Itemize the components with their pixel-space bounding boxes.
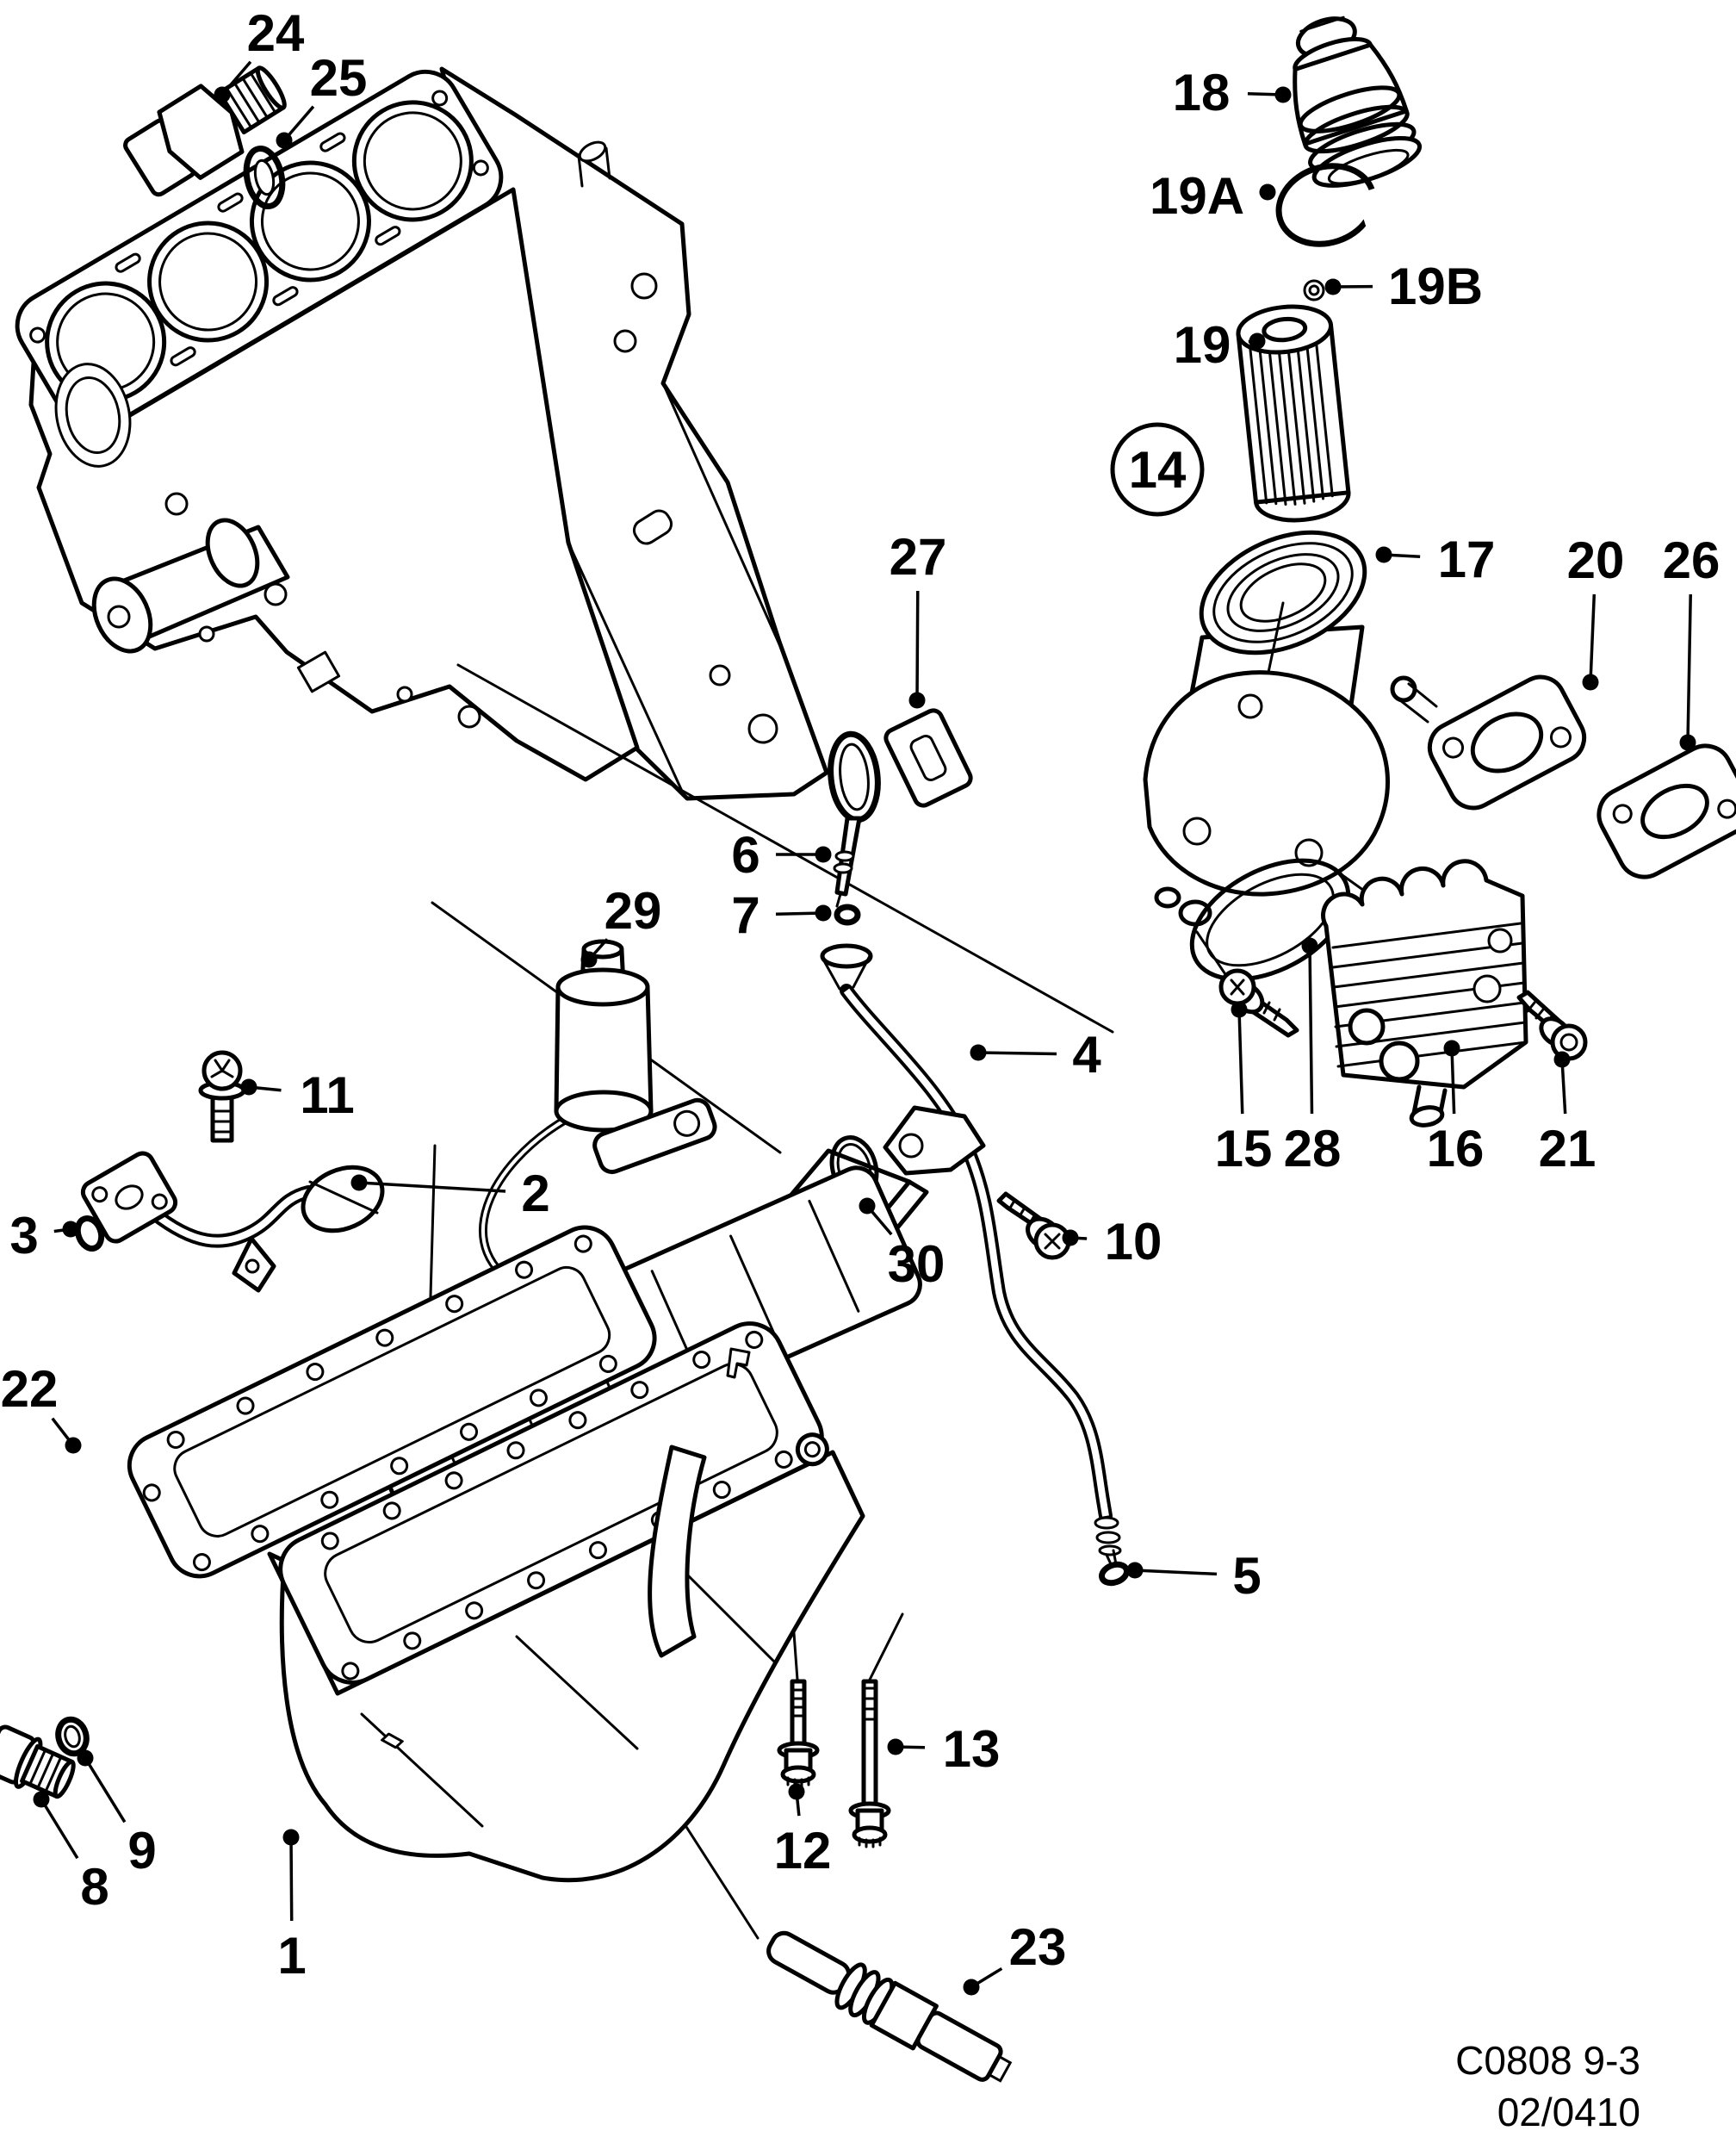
callout-label-12: 12: [774, 1822, 832, 1879]
callout-26: 26: [1663, 531, 1720, 751]
callout-label-15: 15: [1215, 1120, 1273, 1177]
callout-29: 29: [580, 882, 662, 968]
callout-21: 21: [1539, 1051, 1596, 1177]
callout-17: 17: [1375, 531, 1496, 588]
callout-label-28: 28: [1284, 1120, 1342, 1177]
callout-label-9: 9: [127, 1822, 156, 1879]
callout-label-8: 8: [80, 1858, 108, 1916]
callout-16: 16: [1427, 1040, 1485, 1177]
callout-4: 4: [970, 1026, 1101, 1084]
housing-gasket-27: [884, 708, 973, 808]
callout-28: 28: [1284, 937, 1342, 1177]
callout-label-13: 13: [943, 1720, 1001, 1778]
callout-label-17: 17: [1438, 531, 1496, 588]
callout-label-1: 1: [277, 1927, 306, 1985]
oil-pan-1: [267, 1321, 865, 1883]
pickup-oring-3: [74, 1215, 105, 1252]
oil-filter-cap: [1293, 16, 1423, 188]
callout-27: 27: [890, 528, 947, 709]
reference-date: 02/0410: [1497, 2090, 1640, 2131]
callout-5: 5: [1126, 1547, 1262, 1605]
oil-pickup-tube-2: [80, 1151, 385, 1293]
bolt-11: [198, 1050, 246, 1143]
callout-12: 12: [774, 1783, 832, 1879]
callout-label-26: 26: [1663, 531, 1720, 589]
callout-label-20: 20: [1567, 531, 1625, 589]
oil-filter-housing-base: [1143, 670, 1390, 927]
callout-8: 8: [33, 1791, 109, 1916]
dipstick-oring-7: [834, 904, 861, 926]
callout-label-23: 23: [1009, 1918, 1067, 1976]
callout-label-5: 5: [1232, 1547, 1261, 1605]
bolt-12: [777, 1679, 820, 1788]
tube-oring-5: [1098, 1561, 1131, 1587]
callout-label-25: 25: [310, 49, 368, 107]
callout-25: 25: [276, 49, 368, 149]
callout-10: 10: [1062, 1213, 1162, 1271]
callout-1: 1: [277, 1829, 307, 1985]
oil-temp-sensor-23: [380, 1732, 1013, 2083]
drain-plug-8: [0, 1724, 76, 1799]
cooler-seal-28: [1189, 858, 1351, 982]
flange-gasket-26: [1596, 743, 1736, 879]
bolt-10: [996, 1191, 1071, 1260]
callout-label-29: 29: [604, 882, 662, 940]
callout-label-4: 4: [1072, 1026, 1101, 1084]
callout-label-24: 24: [247, 4, 305, 62]
callout-22: 22: [1, 1360, 82, 1454]
callout-15: 15: [1215, 1001, 1273, 1177]
callout-30: 30: [859, 1197, 946, 1293]
callout-23: 23: [963, 1918, 1067, 1996]
callout-13: 13: [887, 1720, 1001, 1778]
callout-label-2: 2: [521, 1165, 549, 1222]
callout-label-18: 18: [1173, 64, 1231, 121]
oil-cooler-16: [1321, 859, 1528, 1128]
callout-2: 2: [350, 1165, 550, 1222]
reference-code: C0808 9-3: [1455, 2038, 1640, 2083]
callout-24: 24: [214, 4, 305, 103]
callout-label-22: 22: [1, 1360, 59, 1418]
callout-label-19: 19: [1174, 316, 1231, 374]
bolt-13: [848, 1679, 891, 1848]
bolt-15: [1218, 968, 1299, 1038]
callout-label-11: 11: [300, 1066, 354, 1124]
dipstick-6: [828, 730, 881, 908]
callout-label-19B: 19B: [1388, 258, 1483, 315]
callout-19A: 19A: [1150, 167, 1276, 225]
callout-11: 11: [240, 1066, 355, 1124]
callout-9: 9: [77, 1749, 157, 1879]
callout-18: 18: [1173, 64, 1292, 121]
callout-7: 7: [731, 886, 832, 944]
callout-6: 6: [731, 826, 832, 884]
callout-14: 14: [1110, 422, 1205, 517]
callout-label-16: 16: [1427, 1120, 1485, 1177]
callout-19: 19: [1174, 316, 1266, 374]
callout-label-10: 10: [1105, 1213, 1162, 1271]
outlet-flange-20: [1390, 674, 1587, 811]
seal-washer-25: [243, 145, 286, 210]
callout-label-14: 14: [1129, 441, 1187, 499]
callout-label-6: 6: [731, 826, 760, 884]
callout-label-3: 3: [9, 1207, 38, 1264]
dipstick-tube-4: [820, 943, 1122, 1568]
engine-block: [15, 66, 829, 801]
pan-gasket-22: [127, 1225, 657, 1579]
callout-label-30: 30: [888, 1235, 946, 1293]
filter-grommet-19b: [1303, 279, 1325, 301]
callout-20: 20: [1567, 531, 1625, 691]
filter-cap-oring-19a: [1275, 163, 1404, 247]
callout-3: 3: [9, 1207, 79, 1264]
callout-label-21: 21: [1539, 1120, 1596, 1177]
callout-label-27: 27: [890, 528, 947, 586]
oil-pressure-sensor: [123, 65, 287, 197]
callout-label-19A: 19A: [1150, 167, 1244, 225]
drain-plug-ring-9: [55, 1716, 90, 1757]
callout-label-7: 7: [731, 886, 760, 944]
callout-19B: 19B: [1324, 258, 1483, 315]
